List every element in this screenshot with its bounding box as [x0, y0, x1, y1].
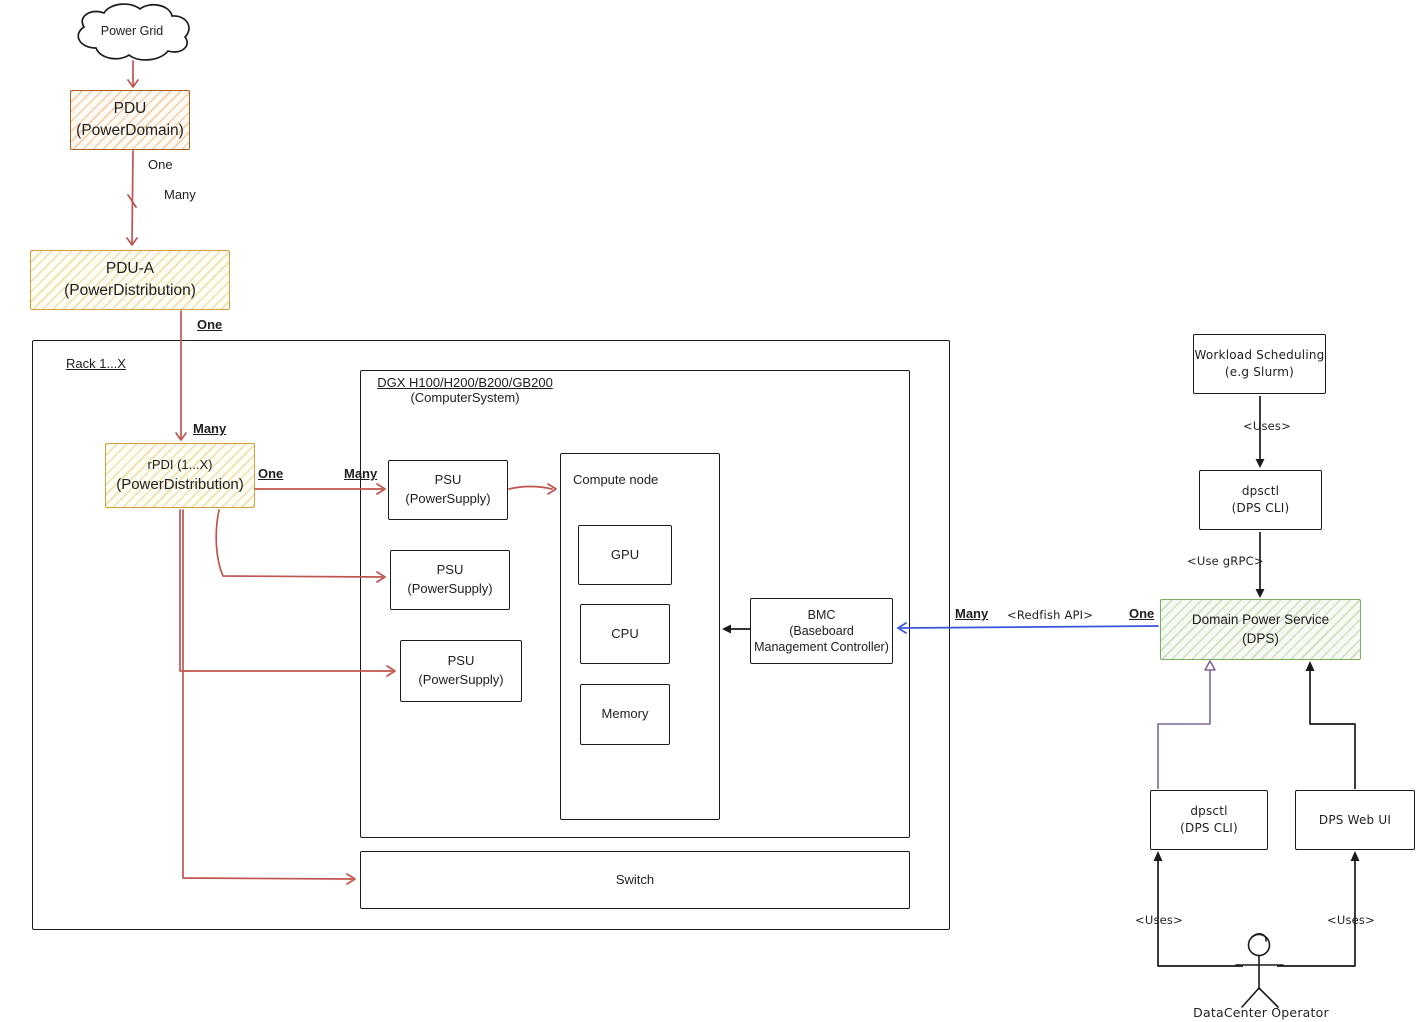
- dpsctl-scheduler-line2: (DPS CLI): [1231, 501, 1290, 515]
- dpsctl-operator-line2: (DPS CLI): [1180, 821, 1238, 835]
- dps-web-ui-label: DPS Web UI: [1318, 812, 1392, 827]
- switch-label: Switch: [615, 871, 655, 887]
- uses-label-webui: <Uses>: [1327, 913, 1375, 927]
- cpu-label: CPU: [611, 625, 639, 641]
- operator-label: DataCenter Operator: [1193, 1005, 1329, 1020]
- pdu-node: PDU (PowerDomain): [70, 90, 190, 150]
- gpu-label: GPU: [610, 546, 640, 562]
- dps-node: Domain Power Service (DPS): [1160, 599, 1361, 660]
- switch-node: Switch: [360, 851, 910, 909]
- edge-break-tick: [127, 194, 137, 208]
- bmc-line2: (Baseboard: [789, 623, 854, 638]
- memory-node: Memory: [580, 684, 670, 745]
- many-label-rack: Many: [193, 421, 227, 436]
- operator-person-icon: [1235, 932, 1284, 1008]
- dpsctl-operator-line1: dpsctl: [1190, 804, 1228, 819]
- psu3-line2: (PowerSupply): [418, 672, 504, 687]
- compute-node-label: Compute node: [573, 472, 659, 487]
- gpu-node: GPU: [578, 525, 672, 585]
- dgx-title-line2: (ComputerSystem): [410, 390, 520, 405]
- rack-box: [32, 340, 950, 930]
- rpdi-line2: (PowerDistribution): [116, 476, 244, 494]
- workload-line1: Workload Scheduling: [1194, 348, 1325, 363]
- dps-line1: Domain Power Service: [1191, 611, 1330, 627]
- workload-line2: (e.g Slurm): [1224, 365, 1295, 379]
- redfish-api-label: <Redfish API>: [1007, 608, 1094, 622]
- psu2-node: PSU (PowerSupply): [390, 550, 510, 610]
- power-grid-label: Power Grid: [100, 24, 164, 38]
- workload-scheduling-node: Workload Scheduling (e.g Slurm): [1193, 334, 1326, 394]
- dps-line2: (DPS): [1242, 630, 1279, 646]
- psu2-line2: (PowerSupply): [407, 581, 493, 596]
- many-label-psu: Many: [344, 466, 378, 481]
- dpsctl-scheduler-node: dpsctl (DPS CLI): [1199, 470, 1322, 530]
- rpdi-node: rPDI (1...X) (PowerDistribution): [105, 443, 255, 508]
- psu1-node: PSU (PowerSupply): [388, 460, 508, 520]
- dps-web-ui-node: DPS Web UI: [1295, 790, 1415, 850]
- dpsctl-scheduler-line1: dpsctl: [1241, 484, 1280, 499]
- psu2-line1: PSU: [436, 562, 464, 578]
- memory-label: Memory: [601, 706, 649, 722]
- bmc-line1: BMC: [807, 607, 836, 622]
- rack-label: Rack 1...X: [66, 356, 126, 371]
- purple-edge-cli-to-dps: [1157, 660, 1216, 789]
- dgx-title: DGX H100/H200/B200/GB200 (ComputerSystem…: [365, 375, 565, 405]
- pdu-line1: PDU: [113, 99, 147, 117]
- bmc-line3: Management Controller): [754, 640, 889, 655]
- psu1-line1: PSU: [434, 472, 462, 488]
- one-label-rpdi: One: [258, 466, 284, 481]
- compute-node-box: [560, 453, 720, 820]
- one-label-redfish: One: [1129, 606, 1155, 621]
- many-label-redfish: Many: [955, 606, 989, 621]
- one-label-pdu: One: [148, 157, 173, 172]
- dgx-title-line1: DGX H100/H200/B200/GB200: [377, 375, 553, 390]
- uses-label-cli: <Uses>: [1135, 913, 1183, 927]
- rpdi-line1: rPDI (1...X): [147, 456, 213, 472]
- pdu-a-line1: PDU-A: [105, 259, 155, 277]
- bmc-node: BMC (Baseboard Management Controller): [750, 598, 893, 664]
- use-grpc-label: <Use gRPC>: [1187, 554, 1264, 568]
- uses-label-scheduler: <Uses>: [1243, 419, 1291, 433]
- pdu-a-node: PDU-A (PowerDistribution): [30, 250, 230, 310]
- cpu-node: CPU: [580, 604, 670, 664]
- edge-webui-to-dps: [1309, 670, 1356, 789]
- many-label-pdu: Many: [164, 187, 196, 202]
- psu3-line1: PSU: [447, 653, 475, 669]
- dpsctl-operator-node: dpsctl (DPS CLI): [1150, 790, 1268, 850]
- psu3-node: PSU (PowerSupply): [400, 640, 522, 702]
- pdu-a-line2: (PowerDistribution): [64, 282, 196, 299]
- one-label-pdua: One: [197, 317, 223, 332]
- pdu-line2: (PowerDomain): [76, 122, 184, 139]
- edge-pdu-to-pdua: [131, 150, 134, 244]
- psu1-line2: (PowerSupply): [405, 491, 491, 506]
